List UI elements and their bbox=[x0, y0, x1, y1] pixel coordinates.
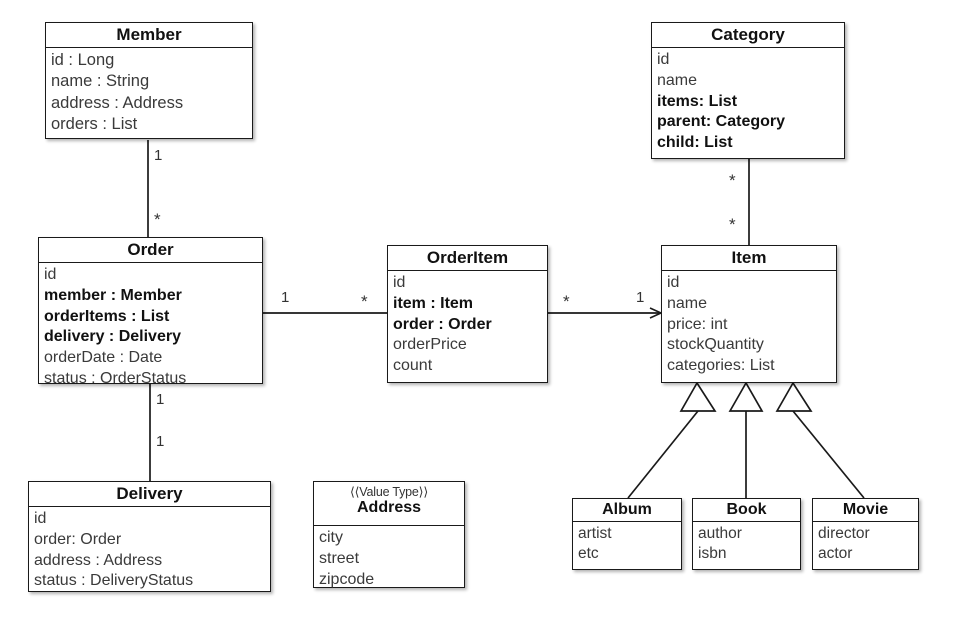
attribute: name bbox=[667, 294, 708, 312]
class-box-book[interactable]: Book author isbn bbox=[692, 498, 801, 570]
class-name-album: Album bbox=[573, 499, 681, 522]
attribute: delivery : Delivery bbox=[44, 328, 181, 346]
attribute: name bbox=[657, 71, 698, 89]
multiplicity-orderitem-item-to: 1 bbox=[636, 289, 645, 306]
attribute: id bbox=[657, 51, 670, 68]
attribute: actor bbox=[818, 545, 853, 563]
class-attributes-order: id member : Member orderItems : List del… bbox=[39, 263, 262, 393]
class-name-movie: Movie bbox=[813, 499, 918, 522]
multiplicity-orderitem-item-from: * bbox=[563, 292, 570, 311]
attribute: orderPrice bbox=[393, 336, 467, 354]
attribute: parent: Category bbox=[657, 113, 786, 131]
attribute: orderItems : List bbox=[44, 307, 170, 325]
attribute: orderDate : Date bbox=[44, 349, 163, 367]
edge-item-movie bbox=[792, 410, 865, 499]
class-attributes-address: city street zipcode bbox=[314, 526, 464, 593]
class-name-address-label: Address bbox=[356, 499, 422, 517]
class-name-category: Category bbox=[652, 23, 844, 48]
multiplicity-order-orderitem-to: * bbox=[361, 292, 368, 311]
attribute: id : Long bbox=[51, 51, 115, 69]
class-box-album[interactable]: Album artist etc bbox=[572, 498, 682, 570]
class-box-member[interactable]: Member id : Long name : String address :… bbox=[45, 22, 253, 139]
attribute: id bbox=[34, 510, 47, 527]
class-attributes-movie: director actor bbox=[813, 522, 918, 567]
attribute: etc bbox=[578, 545, 599, 563]
attribute: id bbox=[667, 274, 680, 291]
class-name-order: Order bbox=[39, 238, 262, 263]
multiplicity-order-delivery-to: 1 bbox=[156, 433, 165, 450]
class-attributes-orderitem: id item : Item order : Order orderPrice … bbox=[388, 271, 547, 380]
attribute: status : OrderStatus bbox=[44, 369, 187, 387]
class-attributes-item: id name price: int stockQuantity categor… bbox=[662, 271, 836, 380]
class-attributes-album: artist etc bbox=[573, 522, 681, 567]
multiplicity-order-delivery-from: 1 bbox=[156, 391, 165, 408]
attribute: orders : List bbox=[51, 115, 138, 134]
class-box-order[interactable]: Order id member : Member orderItems : Li… bbox=[38, 237, 263, 387]
attribute: city bbox=[319, 529, 343, 546]
attribute: artist bbox=[578, 525, 612, 542]
generalization-triangle-album bbox=[679, 381, 717, 412]
class-box-orderitem[interactable]: OrderItem id item : Item order : Order o… bbox=[387, 245, 548, 383]
multiplicity-category-item-from: * bbox=[729, 171, 736, 190]
class-name-member: Member bbox=[46, 23, 252, 48]
class-attributes-delivery: id order: Order address : Address status… bbox=[29, 507, 270, 595]
class-box-address[interactable]: ⟨⟨Value Type⟩⟩ Address city street zipco… bbox=[313, 481, 465, 588]
attribute: item : Item bbox=[393, 294, 474, 312]
stereotype-value-type: ⟨⟨Value Type⟩⟩ bbox=[349, 485, 429, 499]
attribute: isbn bbox=[698, 545, 727, 563]
attribute: id bbox=[44, 266, 57, 283]
attribute: categories: List bbox=[667, 357, 775, 375]
attribute: member : Member bbox=[44, 286, 182, 304]
class-box-category[interactable]: Category id name items: List parent: Cat… bbox=[651, 22, 845, 159]
attribute: status : DeliveryStatus bbox=[34, 572, 194, 590]
class-attributes-book: author isbn bbox=[693, 522, 800, 567]
attribute: order: Order bbox=[34, 530, 122, 548]
generalization-triangle-book bbox=[728, 381, 764, 412]
attribute: name : String bbox=[51, 72, 150, 91]
attribute: child: List bbox=[657, 134, 733, 152]
attribute: author bbox=[698, 525, 742, 542]
class-box-movie[interactable]: Movie director actor bbox=[812, 498, 919, 570]
class-attributes-member: id : Long name : String address : Addres… bbox=[46, 48, 252, 139]
generalization-triangle-movie bbox=[775, 381, 813, 412]
attribute: order : Order bbox=[393, 315, 492, 333]
class-name-book: Book bbox=[693, 499, 800, 522]
attribute: address : Address bbox=[51, 93, 184, 112]
class-attributes-category: id name items: List parent: Category chi… bbox=[652, 48, 844, 157]
class-box-delivery[interactable]: Delivery id order: Order address : Addre… bbox=[28, 481, 271, 592]
attribute: stockQuantity bbox=[667, 336, 764, 354]
multiplicity-member-order-to: * bbox=[154, 210, 161, 229]
multiplicity-category-item-to: * bbox=[729, 215, 736, 234]
multiplicity-member-order-from: 1 bbox=[154, 147, 163, 164]
attribute: items: List bbox=[657, 92, 738, 110]
class-name-address: ⟨⟨Value Type⟩⟩ Address bbox=[314, 482, 464, 526]
multiplicity-order-orderitem-from: 1 bbox=[281, 289, 290, 306]
attribute: count bbox=[393, 357, 433, 375]
class-name-item: Item bbox=[662, 246, 836, 271]
attribute: price: int bbox=[667, 315, 728, 333]
class-name-delivery: Delivery bbox=[29, 482, 270, 507]
edge-item-album bbox=[627, 410, 699, 499]
attribute: zipcode bbox=[319, 570, 375, 588]
attribute: director bbox=[818, 525, 870, 542]
attribute: address : Address bbox=[34, 551, 163, 569]
class-box-item[interactable]: Item id name price: int stockQuantity ca… bbox=[661, 245, 837, 383]
class-name-orderitem: OrderItem bbox=[388, 246, 547, 271]
attribute: id bbox=[393, 274, 406, 291]
attribute: street bbox=[319, 549, 360, 567]
